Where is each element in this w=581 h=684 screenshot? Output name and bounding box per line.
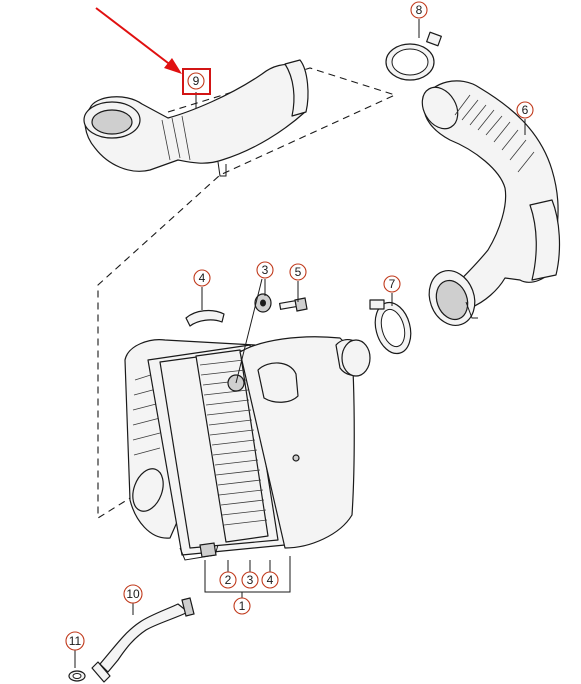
- callout-label: 10: [126, 587, 140, 601]
- callout-circle: [65, 631, 85, 651]
- callout-circle: [193, 269, 211, 287]
- callout-c1[interactable]: 1: [233, 597, 251, 615]
- bolt-5[interactable]: [279, 297, 308, 312]
- clip-4[interactable]: [185, 309, 225, 327]
- leader-3a-ext: [235, 278, 263, 384]
- air-filter-housing-1[interactable]: [124, 336, 371, 561]
- callout-c4b[interactable]: 4: [261, 571, 279, 589]
- assembly-outline: [97, 67, 397, 519]
- callout-circle: [410, 1, 428, 19]
- callout-label: 1: [239, 599, 246, 613]
- callout-c10[interactable]: 10: [123, 584, 143, 604]
- group-bracket-1: [204, 556, 291, 593]
- callout-circle: [219, 571, 237, 589]
- clamp-7[interactable]: [369, 298, 416, 357]
- callout-label: 7: [389, 277, 396, 291]
- callout-label: 4: [267, 573, 274, 587]
- callout-circle: [289, 263, 307, 281]
- callout-c5[interactable]: 5: [289, 263, 307, 281]
- callout-label: 3: [247, 573, 254, 587]
- clamp-8[interactable]: [385, 31, 442, 81]
- intake-duct-9[interactable]: [83, 59, 309, 177]
- callout-circle: [187, 72, 205, 90]
- callout-circle: [256, 261, 274, 279]
- callout-c2[interactable]: 2: [219, 571, 237, 589]
- grommet-3[interactable]: [254, 293, 272, 313]
- callout-c4a[interactable]: 4: [193, 269, 211, 287]
- red-arrow: [95, 7, 182, 74]
- callout-label: 5: [295, 265, 302, 279]
- callout-label: 8: [416, 3, 423, 17]
- callout-label: 6: [522, 103, 529, 117]
- callout-label: 3: [262, 263, 269, 277]
- callout-c8[interactable]: 8: [410, 1, 428, 19]
- callout-circle: [233, 597, 251, 615]
- hose-clamp-11[interactable]: [68, 670, 86, 682]
- callout-c6[interactable]: 6: [516, 101, 534, 119]
- callout-label: 11: [69, 634, 82, 648]
- callout-circle: [261, 571, 279, 589]
- callout-c9[interactable]: 9: [187, 72, 205, 90]
- callout-label: 2: [225, 573, 232, 587]
- callout-c7[interactable]: 7: [383, 275, 401, 293]
- callout-c3a[interactable]: 3: [256, 261, 274, 279]
- callout-label: 9: [193, 74, 200, 88]
- breather-hose-10[interactable]: [91, 597, 195, 683]
- highlight-box: [182, 68, 211, 95]
- callout-circle: [241, 571, 259, 589]
- callout-c3b[interactable]: 3: [241, 571, 259, 589]
- callout-label: 4: [199, 271, 206, 285]
- callout-circle: [123, 584, 143, 604]
- corrugated-hose-6[interactable]: [415, 80, 561, 332]
- callout-circle: [516, 101, 534, 119]
- callout-circle: [383, 275, 401, 293]
- callout-c11[interactable]: 11: [65, 631, 85, 651]
